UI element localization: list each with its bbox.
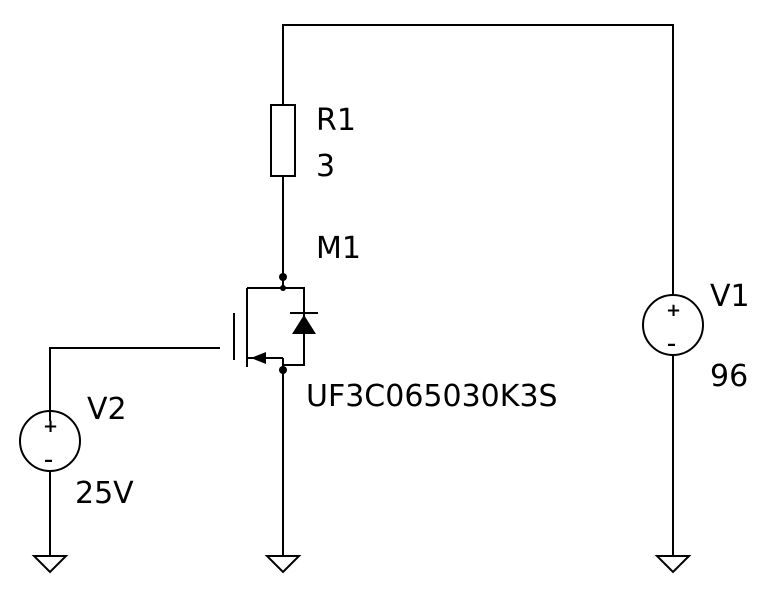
v2-plus-sign: + xyxy=(43,416,58,437)
voltage-source-v1[interactable]: + – xyxy=(642,294,704,556)
v2-value-label: 25V xyxy=(75,476,134,511)
resistor-r1[interactable] xyxy=(270,104,296,277)
v1-minus-sign: – xyxy=(667,334,676,355)
body-diode-icon xyxy=(292,315,316,334)
v1-value-label: 96 xyxy=(710,359,748,394)
ground-symbol-m1 xyxy=(264,555,302,574)
m1-ref-label: M1 xyxy=(316,231,361,266)
junction-dot xyxy=(279,366,287,374)
mosfet-m1[interactable] xyxy=(49,273,318,556)
ground-symbol-v2 xyxy=(31,555,69,574)
voltage-source-v2[interactable]: + – xyxy=(19,410,81,556)
v2-ref-label: V2 xyxy=(87,392,127,427)
v2-minus-sign: – xyxy=(44,450,53,471)
v1-plus-sign: + xyxy=(666,300,681,321)
ground-symbol-v1 xyxy=(654,555,692,574)
junction-dot xyxy=(280,285,286,291)
junction-dot xyxy=(279,273,287,281)
body-arrow-icon xyxy=(251,352,266,364)
v1-ref-label: V1 xyxy=(710,279,750,314)
top-wire xyxy=(282,24,674,295)
r1-ref-label: R1 xyxy=(316,103,356,138)
m1-model-label: UF3C065030K3S xyxy=(306,379,558,414)
r1-value-label: 3 xyxy=(316,149,335,184)
